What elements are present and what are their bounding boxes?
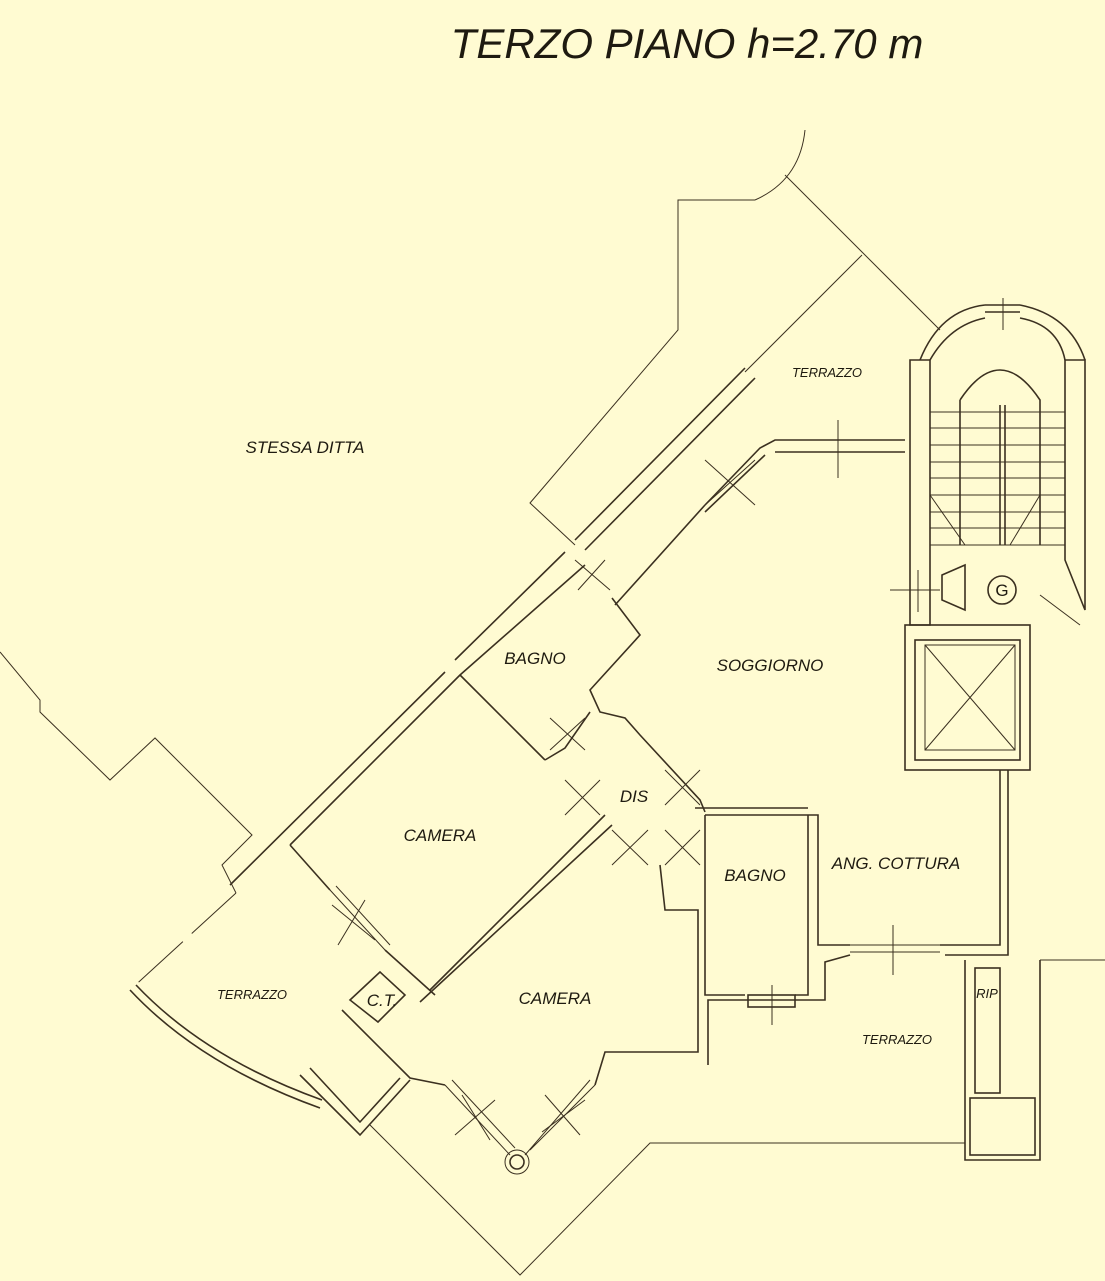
walls xyxy=(229,367,1041,1161)
outer-boundaries xyxy=(0,129,1105,1276)
gas-meter-symbol: G xyxy=(987,575,1017,605)
label-soggiorno: SOGGIORNO xyxy=(717,656,824,675)
label-ct: C.T. xyxy=(367,991,398,1010)
room-labels: STESSA DITTA TERRAZZO TERRAZZO TERRAZZO … xyxy=(217,365,998,1047)
label-dis: DIS xyxy=(620,787,649,806)
gas-label: G xyxy=(995,581,1008,600)
label-ang-cottura: ANG. COTTURA xyxy=(831,854,960,873)
label-terrazzo-top: TERRAZZO xyxy=(792,365,862,380)
gas-icon xyxy=(987,575,1017,605)
label-camera-1: CAMERA xyxy=(404,826,477,845)
label-bagno-1: BAGNO xyxy=(504,649,565,668)
plan-title: TERZO PIANO h=2.70 m xyxy=(451,20,924,67)
label-stessa-ditta: STESSA DITTA xyxy=(245,438,364,457)
stairwell xyxy=(909,298,1086,626)
door-swing-marks xyxy=(331,420,1081,1175)
lift xyxy=(904,624,1031,771)
label-terrazzo-bottom: TERRAZZO xyxy=(862,1032,932,1047)
label-terrazzo-left: TERRAZZO xyxy=(217,987,287,1002)
label-bagno-2: BAGNO xyxy=(724,866,785,885)
label-rip: RIP xyxy=(976,986,998,1001)
label-camera-2: CAMERA xyxy=(519,989,592,1008)
